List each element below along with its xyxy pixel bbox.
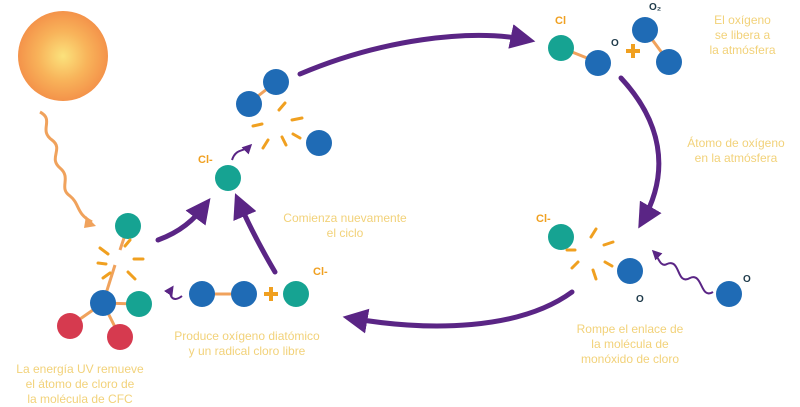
cfc-molecule: [57, 213, 152, 350]
o-symbol: O: [611, 38, 619, 49]
cycle-arrow-right: [618, 75, 662, 229]
label-cfc-uv: La energía UV remueve el átomo de cloro …: [16, 362, 144, 406]
carbon-atom: [107, 324, 133, 350]
ozone-molecule: [236, 69, 332, 156]
plus-icon: [264, 287, 278, 301]
radical-small-arrow: [231, 143, 253, 161]
label-cycle-restart: Comienza nuevamente el ciclo: [283, 211, 407, 240]
oxygen-atom: [632, 17, 658, 43]
label-o2-released: El oxígeno se libera a la atmósfera: [709, 13, 776, 57]
chlorine-atom: [548, 35, 574, 61]
ozone-spark-icon: [251, 101, 304, 150]
cl-radical-symbol: Cl-: [536, 213, 551, 225]
o2-molecule: [632, 17, 682, 75]
cfc-to-radical-arrow: [155, 198, 211, 243]
uv-ray: [39, 110, 93, 224]
oxygen-atom: [585, 50, 611, 76]
oxygen-atom: [617, 258, 643, 284]
oxygen-atom: [90, 290, 116, 316]
oxygen-atom: [656, 49, 682, 75]
cycle-arrow-bottom: [342, 289, 575, 334]
o2-product-molecule: [189, 281, 257, 307]
oxygen-atom-incoming: [716, 281, 742, 307]
break-spark-icon: [96, 238, 145, 281]
chlorine-atom: [126, 291, 152, 317]
product-small-arrow: [163, 285, 183, 300]
chlorine-radical-atom: [283, 281, 309, 307]
o2-symbol: O₂: [649, 2, 662, 13]
o-symbol: O: [743, 274, 751, 285]
cycle-arrow-top: [297, 24, 536, 77]
cl-radical-symbol: Cl-: [198, 154, 213, 166]
label-oxygen-atom: Átomo de oxígeno en la atmósfera: [687, 136, 785, 165]
oxygen-atom: [236, 91, 262, 117]
oxygen-atom: [231, 281, 257, 307]
oxygen-atom: [263, 69, 289, 95]
cl-radical-symbol: Cl-: [313, 266, 328, 278]
label-diatomic-oxygen: Produce oxígeno diatómico y un radical c…: [174, 329, 320, 358]
o-symbol: O: [636, 294, 644, 305]
oxygen-atom: [306, 130, 332, 156]
sun-icon: [18, 11, 108, 101]
chlorine-radical-atom: [548, 224, 574, 250]
oxygen-wavy-arrow: [651, 249, 714, 295]
cl-symbol: Cl: [555, 15, 566, 27]
chlorine-atom-released: [115, 213, 141, 239]
clo-spark-icon: [565, 227, 615, 281]
oxygen-atom: [189, 281, 215, 307]
label-break-bond: Rompe el enlace de la molécula de monóxi…: [576, 322, 684, 366]
carbon-atom: [57, 313, 83, 339]
cycle-arrow-up-left: [233, 193, 278, 275]
chlorine-radical-atom: [215, 165, 241, 191]
uv-ray-arrowhead: [84, 216, 96, 228]
plus-icon: [626, 44, 640, 58]
chlorine-monoxide-molecule: [548, 35, 611, 76]
